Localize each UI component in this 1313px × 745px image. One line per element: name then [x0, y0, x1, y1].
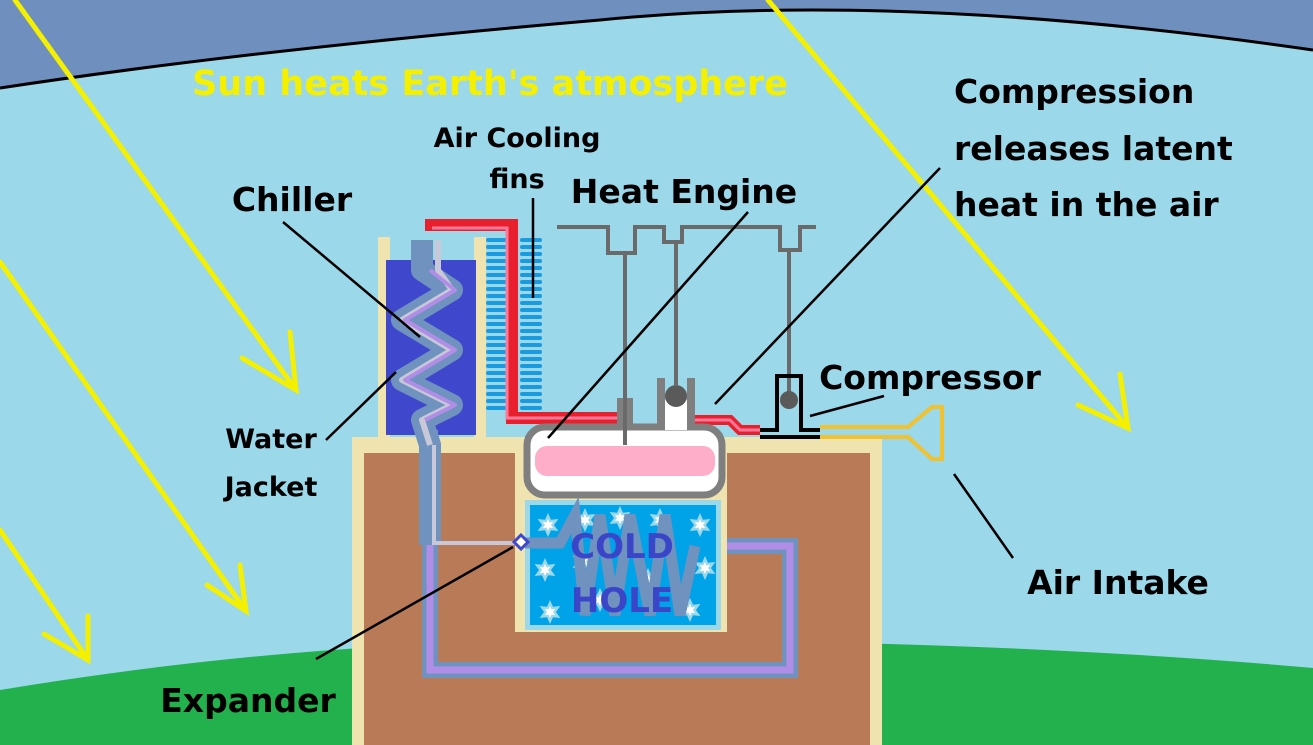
- label-compression-line1: Compression: [954, 72, 1194, 111]
- sun-ray-arrow: [0, 527, 91, 665]
- ice-star-core: [694, 519, 706, 531]
- engine-piston: [665, 385, 687, 407]
- cold-hole-label-line2: HOLE: [571, 581, 673, 621]
- title: Sun heats Earth's atmosphere: [192, 64, 788, 104]
- label-water-jacket-line1: Water: [225, 424, 317, 455]
- refrigerant-loop: [422, 430, 798, 678]
- engine-charge: [535, 446, 715, 476]
- air-cooling-fins: [486, 238, 542, 410]
- leader-lines: [282, 167, 1015, 661]
- chiller-coil: [391, 240, 463, 545]
- atmosphere-edge: [0, 8, 1313, 90]
- chiller-leader: [282, 221, 421, 338]
- label-expander: Expander: [160, 681, 336, 720]
- label-compression-line2: releases latent: [954, 129, 1233, 168]
- ice-star-core: [579, 514, 591, 526]
- engine-port-left: [657, 378, 665, 430]
- label-heat-engine: Heat Engine: [571, 172, 797, 211]
- label-air-intake: Air Intake: [1027, 563, 1209, 602]
- ice-star-core: [539, 564, 551, 576]
- cold-hole-label-line1: COLD: [570, 527, 674, 567]
- cold-hole-coil: [525, 496, 701, 617]
- label-chiller: Chiller: [232, 180, 353, 219]
- chiller-housing-right: [474, 237, 486, 442]
- expander-leader: [315, 545, 514, 661]
- water-jacket-leader: [325, 371, 397, 441]
- crankshaft: [557, 225, 816, 255]
- compressor-leader: [809, 394, 885, 418]
- compression-leader: [714, 167, 941, 405]
- ice-star-core: [594, 594, 606, 606]
- cold-hole: COLD HOLE: [511, 496, 721, 630]
- label-compressor: Compressor: [819, 358, 1042, 397]
- air-intake: [820, 405, 944, 461]
- engine-port-opening: [665, 400, 687, 430]
- label-air-cooling-fins-line2: fins: [489, 164, 544, 195]
- label-water-jacket-line2: Jacket: [223, 472, 318, 503]
- ice-star-core: [684, 604, 696, 616]
- sun-ray-arrow: [12, 0, 299, 395]
- sun-ray-arrow: [765, 0, 1132, 433]
- ice-star-core: [544, 606, 556, 618]
- engine-port-right: [687, 378, 695, 430]
- air-intake-leader: [952, 473, 1015, 559]
- ice-star-core: [614, 512, 626, 524]
- heat-engine-leader: [547, 211, 749, 439]
- expander-valve: [511, 532, 531, 552]
- sun-ray-arrow: [0, 259, 250, 617]
- sun-rays: [0, 0, 1132, 665]
- space: [0, 0, 1313, 88]
- expander-line: [432, 445, 520, 545]
- ice-star-core: [699, 562, 711, 574]
- label-compression-line3: heat in the air: [954, 185, 1219, 224]
- compressor: [760, 374, 820, 439]
- ice-star-core: [542, 519, 554, 531]
- label-air-cooling-fins-line1: Air Cooling: [434, 123, 601, 154]
